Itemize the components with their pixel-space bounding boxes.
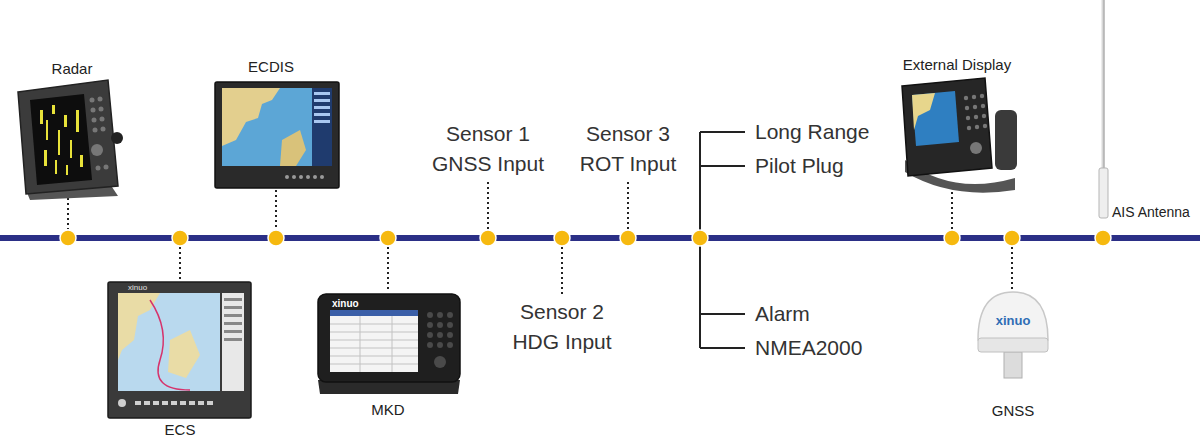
antenna-symbol	[1099, 0, 1108, 218]
device-label: AIS Antenna	[1112, 204, 1190, 220]
mkd-device	[318, 294, 460, 394]
device-label: Radar	[52, 60, 93, 77]
port-label: Pilot Plug	[755, 154, 844, 178]
device-label: GNSS	[992, 402, 1035, 419]
ecdis-device	[215, 82, 339, 188]
device-label: MKD	[371, 401, 404, 418]
sensor-label: Sensor 2	[520, 300, 604, 324]
radar-device-box: Radar	[10, 56, 140, 198]
brand-logo: xinuo	[128, 283, 147, 292]
sensor-input-label: GNSS Input	[432, 152, 544, 176]
external-display-box: External Display	[885, 52, 1030, 192]
brand-logo: xinuo	[332, 298, 359, 310]
port-label: NMEA2000	[755, 336, 862, 360]
ecdis-device-box: ECDIS	[205, 54, 345, 190]
radar-device	[18, 80, 123, 200]
ais-antenna-box: AIS Antenna	[1090, 0, 1198, 225]
sensor-input-label: HDG Input	[512, 330, 611, 354]
mkd-device-box: MKD	[310, 290, 470, 425]
port-label: Long Range	[755, 120, 869, 144]
sensor-label: Sensor 3	[586, 122, 670, 146]
gnss-antenna	[978, 292, 1048, 378]
junction-dots	[60, 230, 1111, 246]
external-display-device	[902, 78, 1017, 193]
device-label: External Display	[903, 56, 1011, 73]
sensor-label: Sensor 1	[446, 122, 530, 146]
ecs-device-box: ECS	[100, 278, 260, 438]
brand-logo: xinuo	[996, 314, 1031, 329]
device-label: ECDIS	[248, 58, 294, 75]
device-label: ECS	[165, 421, 196, 438]
ecs-device	[108, 282, 251, 418]
port-label: Alarm	[755, 302, 810, 326]
sensor-input-label: ROT Input	[580, 152, 677, 176]
gnss-device-box: GNSS	[970, 285, 1060, 420]
